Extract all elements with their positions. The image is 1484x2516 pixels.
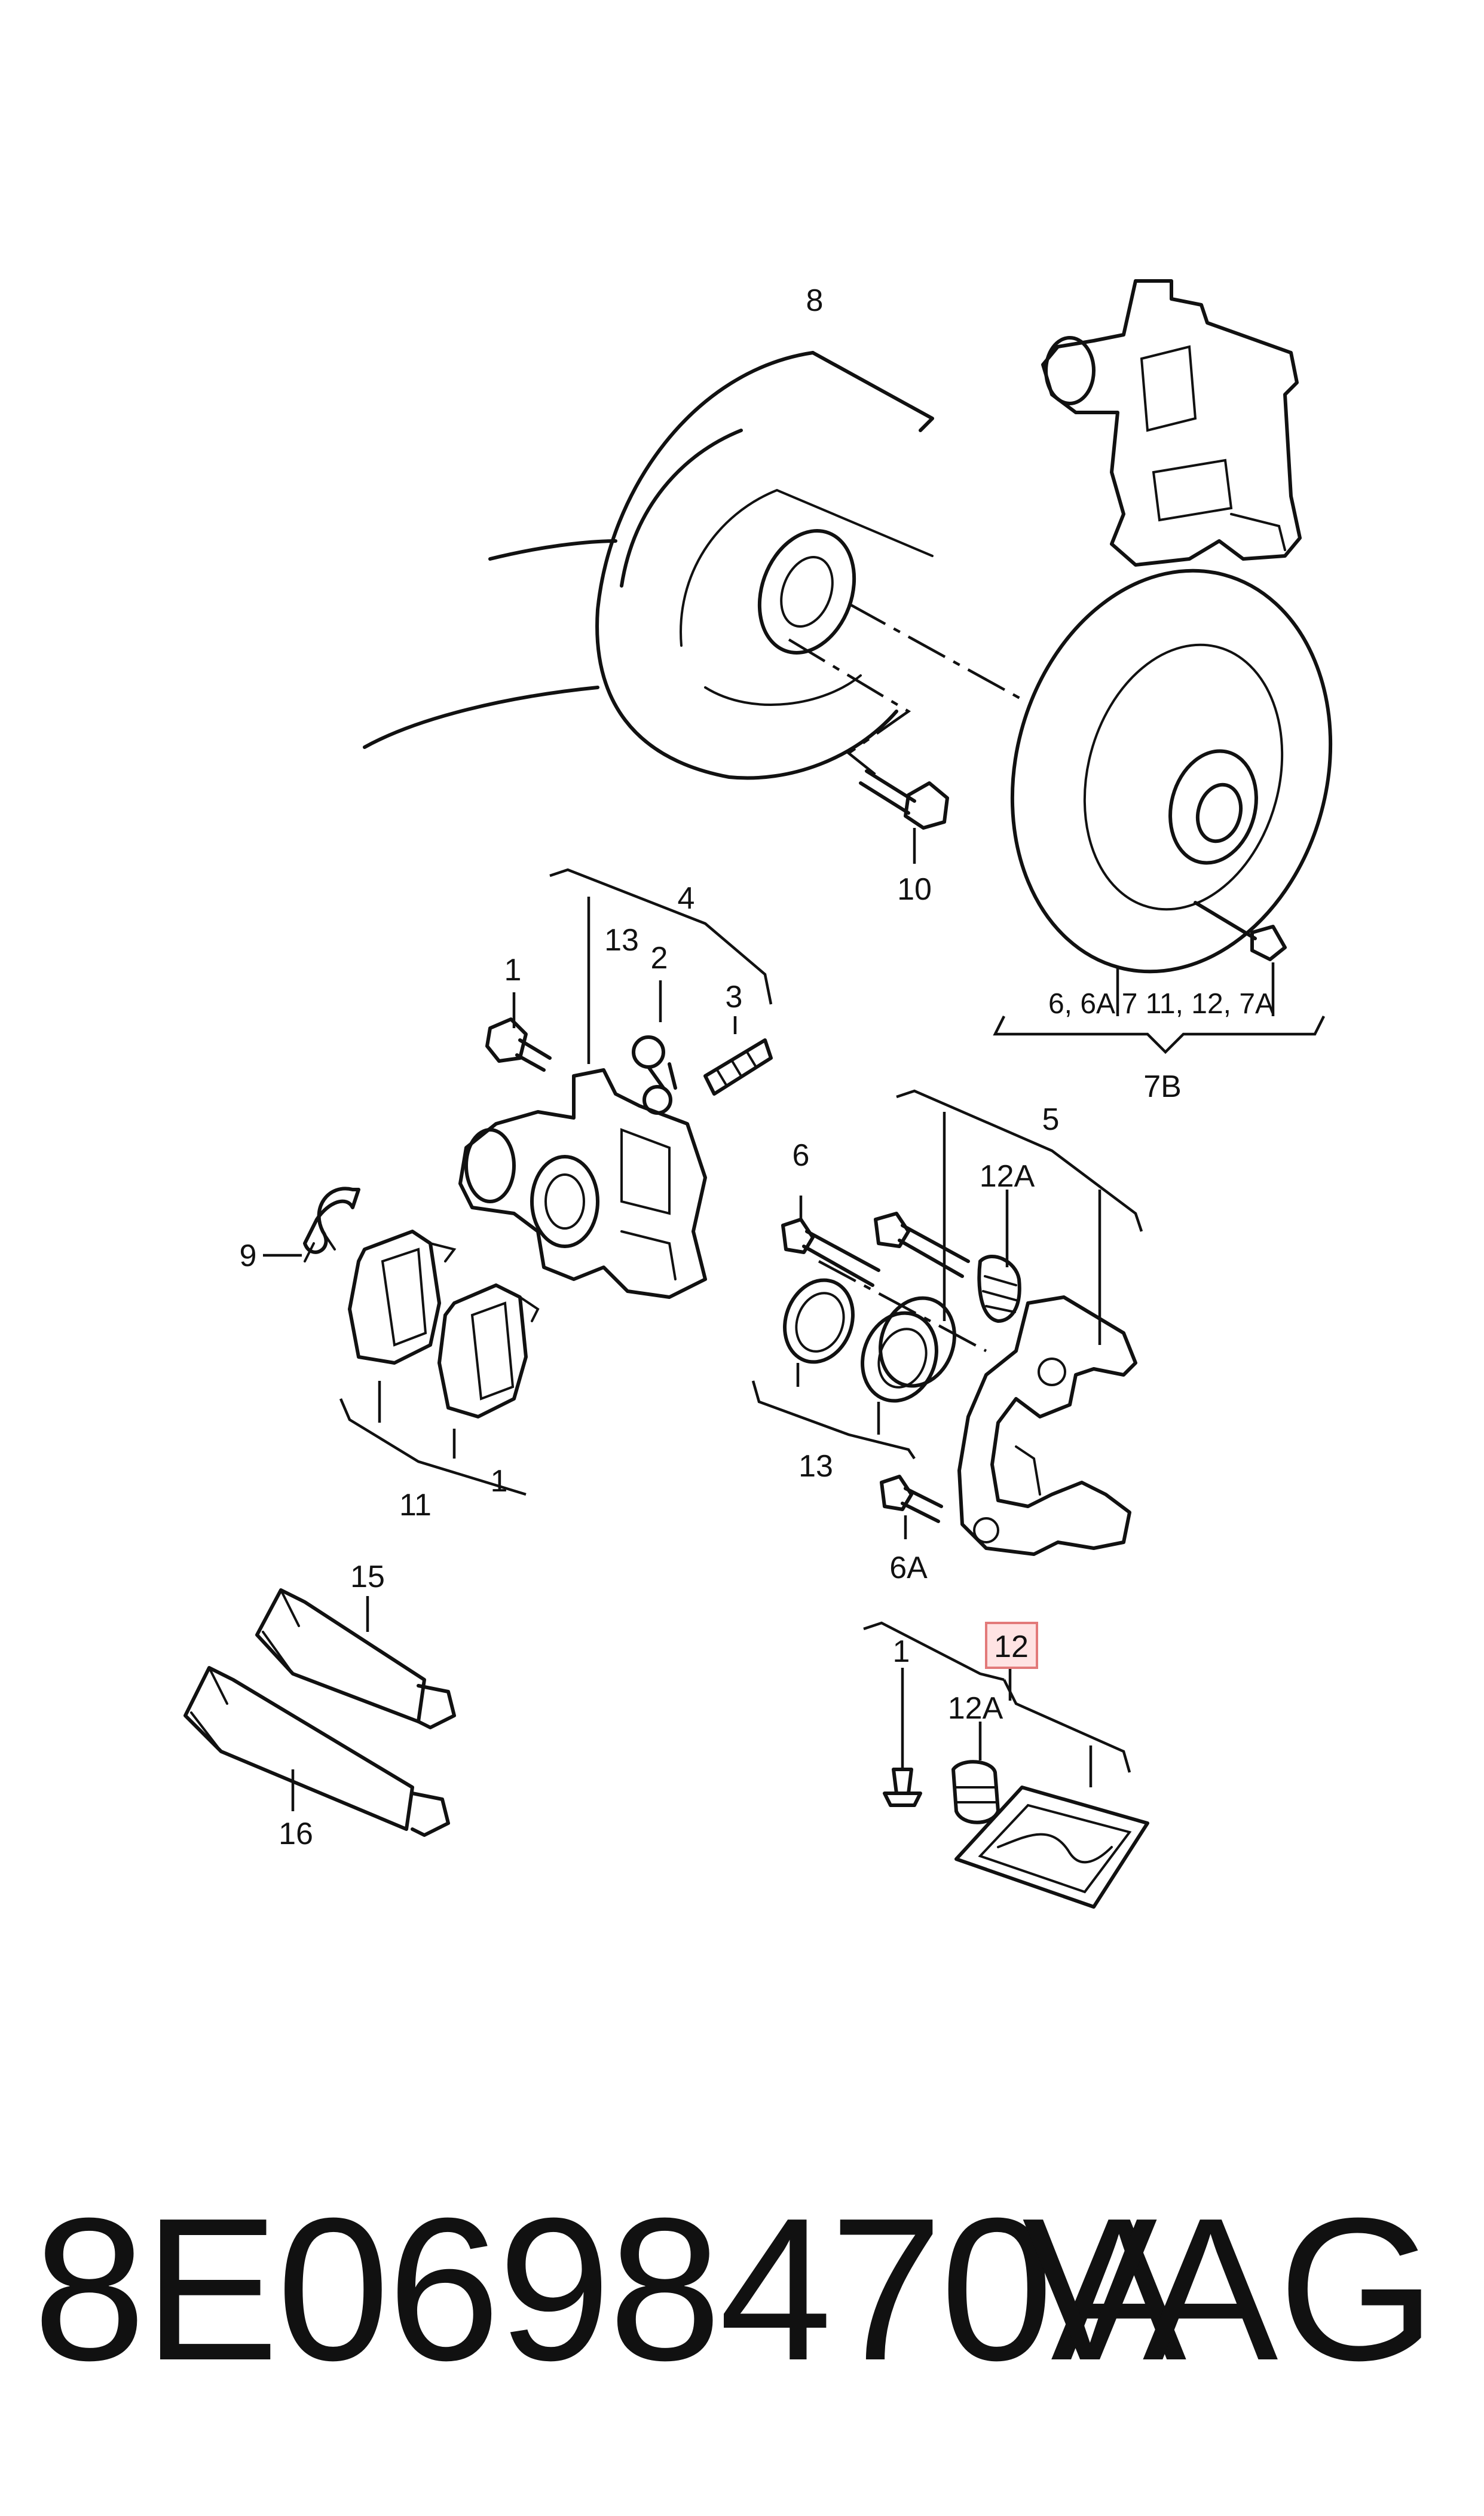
dust-boot: [861, 1296, 956, 1403]
guide-sleeve-boot: [977, 1254, 1021, 1323]
grease-tube-16: [183, 1666, 450, 1837]
bracket-12-right: [1002, 1679, 1131, 1773]
axis-line-bolt: [788, 638, 911, 778]
callout-16: 16: [279, 1817, 313, 1851]
kit-boot: [951, 1760, 1000, 1824]
bracket-13: [751, 1380, 916, 1460]
splash-shield: [595, 351, 934, 780]
callout-12-highlight: [985, 1622, 1038, 1669]
bolt-10: [859, 769, 949, 830]
callout-10: 10: [897, 872, 932, 907]
disc-screw: [1194, 901, 1287, 961]
callout-12: 12: [994, 1630, 1029, 1664]
callout-9: 9: [240, 1239, 257, 1273]
callout-2: 2: [651, 941, 668, 976]
axle-outline: [363, 539, 617, 749]
callout-5: 5: [1042, 1102, 1060, 1137]
piston-seal: [783, 1278, 855, 1364]
spring-clip: [303, 1187, 360, 1262]
bracket-12-left: [863, 1621, 1005, 1682]
grease-tube-15: [255, 1588, 456, 1729]
brake-pad-right: [437, 1283, 540, 1419]
bleeder-valve: [703, 1038, 773, 1096]
callout-12a-top: 12A: [980, 1159, 1035, 1194]
callout-13b: 13: [798, 1449, 833, 1484]
caliper-carrier: [957, 1295, 1137, 1556]
bolt-6a: [880, 1475, 943, 1523]
caliper-body: [458, 1068, 707, 1299]
bracket-4: [549, 868, 773, 1005]
kit-screw: [883, 1768, 922, 1807]
callout-6: 6: [793, 1138, 810, 1173]
callout-13a: 13: [604, 923, 639, 958]
brake-disc: [1010, 568, 1333, 974]
callout-1c: 1: [893, 1634, 910, 1669]
bolt-1: [485, 1017, 552, 1072]
callout-15: 15: [350, 1560, 385, 1594]
callout-11: 11: [399, 1488, 432, 1523]
brand-name: VAG: [1022, 2176, 1436, 2403]
bracket-5: [896, 1089, 1143, 1232]
callout-7b: 7B: [1143, 1069, 1182, 1104]
bracket-11: [339, 1398, 527, 1496]
callout-4: 4: [678, 881, 695, 916]
callout-6a: 6A: [889, 1551, 928, 1585]
brake-caliper-assembly: [1041, 279, 1302, 567]
guide-bolt-6: [781, 1218, 880, 1287]
bracket-7b: [993, 1015, 1326, 1054]
grease-sachet: [954, 1786, 1149, 1909]
axis-line-shield: [847, 603, 1023, 701]
callout-1b: 1: [491, 1464, 508, 1499]
callout-3: 3: [726, 980, 743, 1014]
footer: 8E0698470A VAG: [0, 2164, 1484, 2451]
bleeder-cap: [632, 1035, 677, 1115]
brake-pad-left: [348, 1230, 457, 1365]
callout-1a: 1: [504, 953, 522, 988]
guide-bolt-2: [874, 1212, 970, 1278]
callout-disc-group: 6, 6A 7 11, 12, 7A: [1048, 988, 1274, 1020]
callout-8: 8: [806, 283, 824, 318]
part-number: 8E0698470A: [33, 2176, 1186, 2403]
callout-12a-kit: 12A: [948, 1691, 1003, 1726]
